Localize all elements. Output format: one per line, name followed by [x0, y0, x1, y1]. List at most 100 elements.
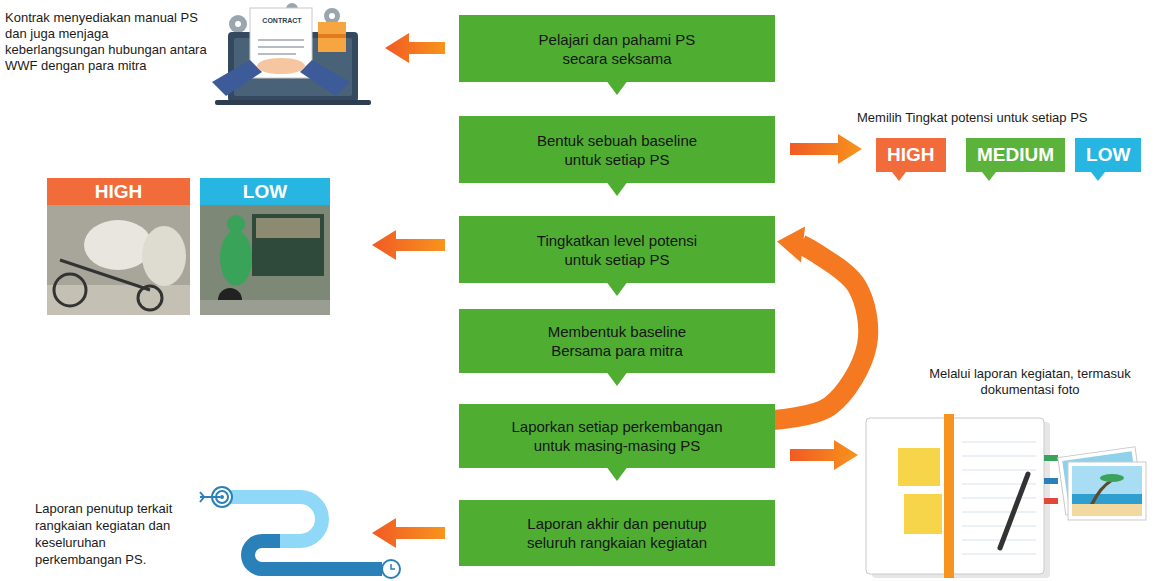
- loop-arrow: [774, 245, 868, 421]
- roadmap-illustration: [220, 495, 224, 499]
- roadmap-illustration: [382, 560, 400, 578]
- contract-illustration: [258, 46, 304, 48]
- photo-high: [84, 220, 152, 270]
- flow-arrow: [607, 183, 627, 197]
- note-text: Kontrak menyediakan manual PS dan juga m…: [5, 10, 210, 74]
- pointer-arrow: [372, 33, 862, 548]
- contract-illustration: [258, 53, 296, 55]
- contract-illustration: [212, 3, 371, 105]
- node-text: Laporan akhir dan penutup seluruh rangka…: [515, 514, 720, 552]
- notebook-illustration: [962, 526, 1036, 527]
- photo-high: [47, 205, 190, 315]
- notebook-illustration: [962, 442, 1036, 443]
- contract-illustration: [318, 34, 346, 38]
- flow-connector: [607, 82, 627, 96]
- notebook-illustration: [866, 414, 1058, 578]
- tag-pointer: [1091, 172, 1105, 181]
- notebook-illustration: [962, 512, 1036, 513]
- flow-connector: [607, 283, 627, 297]
- photo-low: [256, 218, 320, 238]
- level-tag: LOW: [1075, 138, 1141, 172]
- document-title: CONTRACT: [256, 16, 308, 25]
- flow-arrow: [607, 283, 627, 297]
- loop-arrow-head: [777, 227, 805, 263]
- node-text: Membentuk baseline Bersama para mitra: [522, 322, 712, 360]
- node-text: Bentuk sebuah baseline untuk setiap PS: [522, 131, 712, 169]
- photo-low: [200, 205, 330, 315]
- photo-tag: LOW: [200, 178, 330, 205]
- photo-high: [142, 226, 186, 286]
- notebook-illustration: [962, 498, 1036, 499]
- roadmap-illustration: [200, 487, 400, 578]
- contract-illustration: [258, 39, 304, 41]
- note-text: Laporan penutup terkait rangkaian kegiat…: [35, 500, 195, 568]
- photo-stack-illustration: [1068, 462, 1146, 520]
- photo-stack-illustration: [1072, 494, 1142, 504]
- notebook-illustration: [898, 448, 940, 486]
- contract-illustration: [300, 60, 350, 96]
- photo-high: [47, 205, 190, 315]
- notebook-illustration: [962, 540, 1036, 541]
- notebook-illustration: [866, 418, 1044, 574]
- photo-low: [200, 205, 330, 315]
- notebook-illustration: [1044, 498, 1058, 504]
- process-box: Bentuk sebuah baseline untuk setiap PS: [459, 116, 775, 183]
- node-text: LOW: [1086, 144, 1130, 166]
- contract-illustration: [250, 8, 312, 78]
- process-box: Membentuk baseline Bersama para mitra: [459, 309, 775, 373]
- notebook-illustration: [1044, 455, 1058, 461]
- contract-illustration: [324, 8, 340, 24]
- pointer-arrow: [790, 440, 858, 470]
- contract-illustration: [257, 58, 305, 74]
- contract-illustration: [318, 22, 346, 52]
- process-box: Laporkan setiap perkembangan untuk masin…: [459, 404, 775, 468]
- contract-illustration: [329, 13, 335, 19]
- roadmap-illustration: [248, 541, 382, 569]
- photo-low: [227, 215, 245, 233]
- level-tag: MEDIUM: [966, 138, 1065, 172]
- flow-arrow: [607, 373, 627, 387]
- tag-pointer: [982, 172, 996, 181]
- flow-arrow: [607, 82, 627, 96]
- photo-high: [138, 286, 162, 310]
- contract-illustration: [215, 100, 371, 105]
- photo-high: [47, 285, 190, 315]
- contract-illustration: [229, 15, 247, 33]
- flow-connector: [607, 183, 627, 197]
- node-text: LOW: [243, 181, 287, 203]
- node-text: Laporkan setiap perkembangan untuk masin…: [495, 417, 740, 455]
- contract-illustration: [235, 21, 241, 27]
- photo-high: [54, 274, 86, 306]
- notebook-illustration: [1044, 478, 1058, 484]
- pointer-arrow: [372, 518, 445, 548]
- notebook-illustration: [962, 470, 1036, 471]
- node-text: Pelajari dan pahami PS secara seksama: [522, 30, 712, 68]
- pointer-arrow: [372, 230, 445, 260]
- photo-stack-illustration: [1072, 504, 1142, 516]
- node-text: HIGH: [887, 144, 935, 166]
- photo-tag: HIGH: [47, 178, 190, 205]
- notebook-illustration: [904, 494, 942, 534]
- photo-stack-illustration: [1100, 474, 1124, 482]
- process-box: Tingkatkan level potensi untuk setiap PS: [459, 216, 775, 283]
- pointer-arrow: [790, 134, 862, 164]
- node-text: Tingkatkan level potensi untuk setiap PS: [522, 231, 712, 269]
- flow-arrow: [607, 468, 627, 482]
- photo-stack-illustration: [1072, 466, 1142, 494]
- notebook-illustration: [1000, 474, 1028, 548]
- level-tag: HIGH: [876, 138, 946, 172]
- flow-connector: [774, 227, 868, 420]
- roadmap-illustration: [200, 492, 204, 502]
- tag-pointer: [892, 172, 906, 181]
- photo-low: [252, 214, 324, 276]
- process-box: Laporan akhir dan penutup seluruh rangka…: [459, 500, 775, 566]
- photo-stack-illustration: [1058, 447, 1146, 520]
- node-text: HIGH: [95, 181, 143, 203]
- roadmap-illustration: [391, 564, 395, 569]
- photo-low: [200, 300, 330, 315]
